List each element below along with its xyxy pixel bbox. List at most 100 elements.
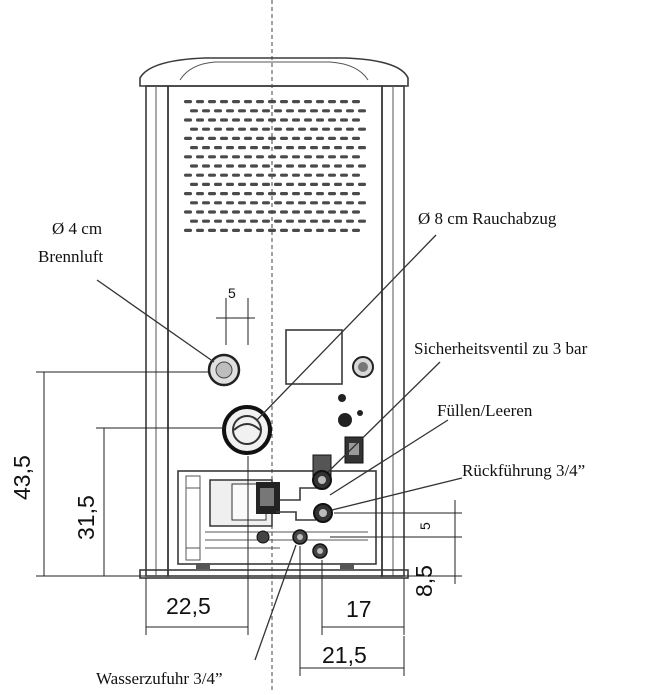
grille-slot xyxy=(310,201,318,205)
grille-slot xyxy=(262,109,270,113)
leader-wasserzufuhr xyxy=(254,544,297,661)
grille-slot xyxy=(268,136,276,140)
leader-lines xyxy=(96,234,463,661)
label-brennluft: Brennluft xyxy=(38,247,103,266)
grille-slot xyxy=(220,192,228,196)
grille-slot xyxy=(328,118,336,122)
small-ports xyxy=(338,394,363,427)
grille-slot xyxy=(184,173,192,177)
grille-slot xyxy=(340,136,348,140)
label-sicherheitsventil: Sicherheitsventil zu 3 bar xyxy=(414,339,588,358)
grille-slot xyxy=(190,164,198,168)
dim-43-5: 43,5 xyxy=(9,455,35,500)
grille-slot xyxy=(184,210,192,214)
dim-31-5: 31,5 xyxy=(73,495,99,540)
grille-slot xyxy=(232,155,240,159)
grille-slot xyxy=(220,155,228,159)
grille-slot xyxy=(352,100,360,104)
grille-slot xyxy=(268,192,276,196)
leader-sicherheitsventil xyxy=(327,361,441,473)
grille-slot xyxy=(304,173,312,177)
grille-slot xyxy=(292,228,300,232)
grille-slot xyxy=(298,164,306,168)
grille-slot xyxy=(322,164,330,168)
grille-slot xyxy=(214,201,222,205)
grille-slot xyxy=(334,201,342,205)
grille-slot xyxy=(304,155,312,159)
grille-slot xyxy=(292,192,300,196)
grille-slot xyxy=(286,127,294,131)
grille-slot xyxy=(304,228,312,232)
grille-slot xyxy=(202,109,210,113)
grille-slot xyxy=(202,201,210,205)
grille-slot xyxy=(190,219,198,223)
grille-slot xyxy=(280,118,288,122)
grille-slot xyxy=(220,210,228,214)
grille-slot xyxy=(184,155,192,159)
grille-slot xyxy=(352,136,360,140)
grille-slot xyxy=(250,182,258,186)
label-rauchabzug: Ø 8 cm Rauchabzug xyxy=(418,209,557,228)
grille-slot xyxy=(220,173,228,177)
grille-slot xyxy=(292,136,300,140)
grille-slot xyxy=(226,109,234,113)
grille-slot xyxy=(304,210,312,214)
dim-17: 17 xyxy=(346,596,372,622)
grille-slot xyxy=(310,109,318,113)
grille-slot xyxy=(286,219,294,223)
grille-slot xyxy=(316,228,324,232)
hydraulic-compartment xyxy=(177,454,377,569)
grille-slot xyxy=(274,146,282,150)
grille-slot xyxy=(208,155,216,159)
grille-slot xyxy=(202,219,210,223)
grille-slot xyxy=(214,164,222,168)
grille-slot xyxy=(340,192,348,196)
grille-slot xyxy=(328,173,336,177)
grille-slot xyxy=(346,201,354,205)
grille-slot xyxy=(274,109,282,113)
grille-slot xyxy=(310,164,318,168)
grille-slot xyxy=(334,164,342,168)
grille-slot xyxy=(214,109,222,113)
grille-slot xyxy=(334,182,342,186)
grille-slot xyxy=(244,228,252,232)
grille-slot xyxy=(292,100,300,104)
grille-slot xyxy=(328,100,336,104)
grille-slot xyxy=(334,146,342,150)
grille-slot xyxy=(202,182,210,186)
grille-slot xyxy=(280,210,288,214)
grille-slot xyxy=(292,210,300,214)
grille-slot xyxy=(316,100,324,104)
grille-slot xyxy=(190,201,198,205)
grille-slot xyxy=(208,228,216,232)
grille-slot xyxy=(238,127,246,131)
grille-slot xyxy=(226,146,234,150)
grille-slot xyxy=(328,136,336,140)
grille-slot xyxy=(274,219,282,223)
dim-5-right: 5 xyxy=(417,522,433,530)
grille-slot xyxy=(292,173,300,177)
grille-slot xyxy=(322,146,330,150)
grille-slot xyxy=(298,127,306,131)
grille-slot xyxy=(190,127,198,131)
grille-slot xyxy=(340,100,348,104)
ventilation-grille xyxy=(184,100,366,232)
grille-slot xyxy=(232,173,240,177)
grille-slot xyxy=(298,146,306,150)
grille-slot xyxy=(262,146,270,150)
grille-slot xyxy=(274,201,282,205)
grille-slot xyxy=(250,127,258,131)
grille-slot xyxy=(190,146,198,150)
grille-slot xyxy=(232,100,240,104)
grille-slot xyxy=(238,146,246,150)
grille-slot xyxy=(352,210,360,214)
grille-slot xyxy=(286,146,294,150)
grille-slot xyxy=(262,219,270,223)
grille-slot xyxy=(256,100,264,104)
grille-slot xyxy=(256,173,264,177)
grille-slot xyxy=(208,210,216,214)
grille-slot xyxy=(184,136,192,140)
grille-slot xyxy=(250,201,258,205)
grille-slot xyxy=(256,228,264,232)
grille-slot xyxy=(346,182,354,186)
